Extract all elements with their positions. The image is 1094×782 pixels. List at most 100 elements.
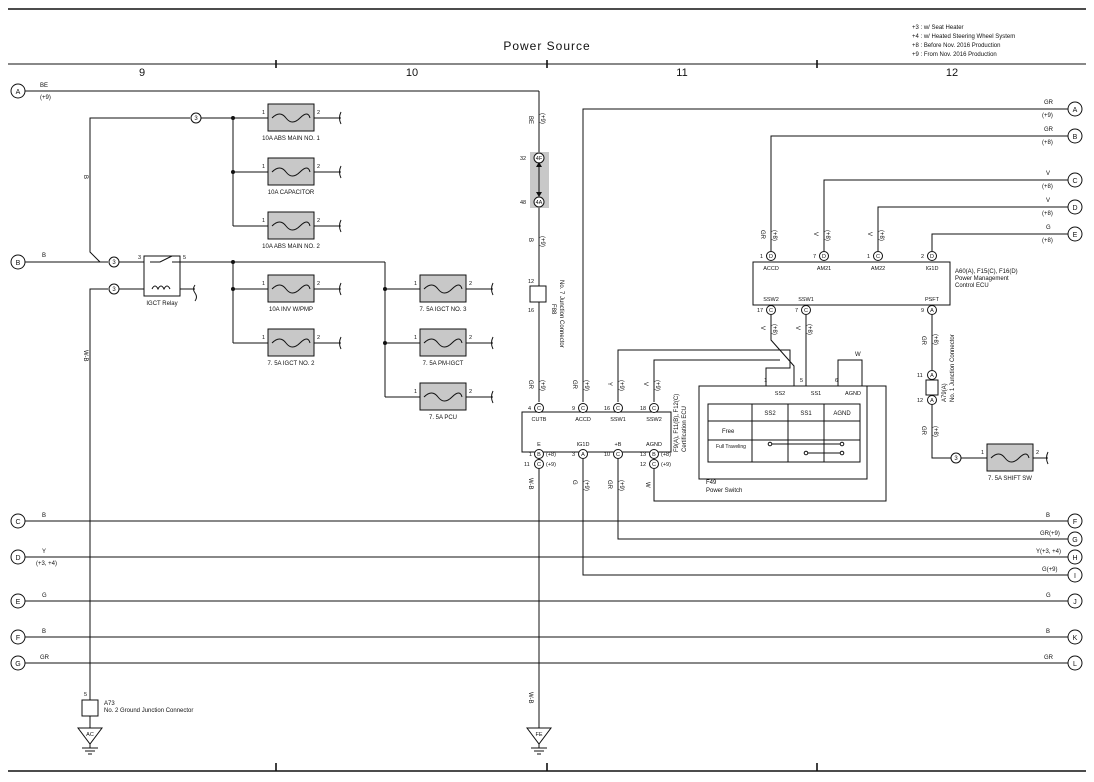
cert-p8-b: (+8) [661,452,671,458]
switch-row-free: Free [722,429,735,435]
cert-term-agnd: AGND [646,442,662,448]
wire-wb-mid: W-B [527,478,533,490]
cert-term-ssw1: SSW1 [610,417,626,423]
fuse-pin: 1 [262,164,265,170]
ssw-wires: V (+8) V (+8) Y (+9) V (+9) W GR (+8) [606,315,938,402]
junction-conn-top: 4F [536,156,543,162]
wire-be-v: BE [527,116,533,124]
wire-y-ssw1: Y [606,382,612,386]
left-marker-d: D [15,555,20,562]
junction-pin-32: 32 [520,156,526,162]
column-10: 10 [406,67,418,79]
cert-pin-9: 9 [572,406,575,412]
fuse-label: 7. 5A IGCT NO. 3 [420,307,468,313]
cert-pin-16: 16 [604,406,610,412]
cert-pin-12: 12 [640,462,646,468]
right-marker-l: L [1073,661,1077,668]
wire-gr-v: GR [527,380,533,390]
shift-feed-conn: 3 [954,456,958,462]
pm-pin-17: 17 [757,308,763,314]
ground-fe-label: FE [535,732,542,738]
wire-p9-v3: (+9) [539,380,545,391]
pm-name: A60(A), F15(C), F16(D) [955,269,1018,275]
relay-in-conn: 3 [112,260,116,266]
cert-pin-18: 18 [640,406,646,412]
wire-p34-d: (+3, +4) [36,561,57,567]
cert-conn: C [616,406,620,412]
ground-ac-label: AC [86,732,94,738]
wire-g-j-right: G [1046,593,1051,599]
cert-pin-13: 13 [640,452,646,458]
ground-fe: FE [526,727,552,755]
relay-pin-5: 5 [183,255,186,261]
wire-wb-left: W-B [82,350,88,362]
wire-p8-pm1: (+8) [771,230,777,241]
wire-p8-psft: (+8) [932,334,938,345]
igct-relay [143,255,181,297]
wire-p9-accd: (+9) [583,380,589,391]
cert-term-b: +B [615,442,622,448]
cert-name: F9(A), F11(B), F12(C) [674,394,680,452]
wire-v-ssw2: V [759,326,765,330]
wire-be: BE [40,83,48,89]
certification-ecu: C C C C 4 9 16 18 CUTB ACCD SSW1 SSW2 E … [521,394,688,469]
a79-conn: A [930,373,934,379]
pm-pin-7b: 7 [795,308,798,314]
relay-coil-conn: 3 [112,287,116,293]
wire-p8-shift: (+8) [932,426,938,437]
wire-gr-psft: GR [920,336,926,346]
fuse-pm-igct: 1 2 7. 5A PM-IGCT [414,328,494,367]
middle-column: BE (+9) 4F 4A 32 48 B (+9) 12 16 F88 No.… [520,91,564,402]
bus-lines [25,90,1068,664]
f88-name: F88 [550,304,556,315]
wire-b-c: B [42,513,46,519]
pm-conn: D [930,254,934,260]
note-1: +3 : w/ Seat Heater [912,25,964,31]
column-9: 9 [139,67,145,79]
wire-p9-v2: (+9) [539,236,545,247]
switch-pin-1: 1 [764,378,767,384]
fuse-pin: 1 [262,335,265,341]
pm-pin-2: 2 [921,254,924,260]
pm-pin-1: 1 [760,254,763,260]
fuse-pin: 2 [469,389,472,395]
wire-y-d: Y [42,549,46,555]
right-marker-b: B [1073,134,1078,141]
note-3: +8 : Before Nov. 2016 Production [912,43,1000,49]
right-marker-f: F [1073,519,1077,526]
wire-v-ssw1: V [794,326,800,330]
frame [8,8,1086,772]
fuse-pin: 2 [1036,450,1039,456]
fuse-pin: 2 [317,281,320,287]
cert-conn: C [652,462,656,468]
f88-desc: No. 7 Junction Connector [558,280,564,348]
fuse-label: 10A ABS MAIN NO. 1 [262,136,320,142]
fuse-feed-conn: 3 [194,116,198,122]
switch-term-agnd: AGND [845,391,861,397]
cert-conn: B [537,452,541,458]
bus-labels: BE (+9) B B Y (+3, +4) G G B B GR GR GR(… [36,83,1061,661]
right-marker-g: G [1072,537,1077,544]
wire-v-d: V [1046,198,1050,204]
cert-conn: B [652,452,656,458]
cert-desc: Certification ECU [682,406,688,452]
fuse-label: 10A INV W/PMP [269,307,313,313]
wire-b-in: B [42,253,46,259]
fuse-igct2: 1 2 7. 5A IGCT NO. 2 [262,328,342,367]
switch-row-full: Full Traveling [716,444,746,450]
fuse-igct3: 1 2 7. 5A IGCT NO. 3 [414,274,494,313]
left-marker-e: E [16,599,21,606]
switch-term-ss2: SS2 [775,391,785,397]
fuse-pin: 2 [317,110,320,116]
left-marker-a: A [16,89,21,96]
fuse-pin: 1 [262,218,265,224]
wire-b-k-right: B [1046,629,1050,635]
wire-b-up: B [82,175,88,179]
pm-term-psft: PSFT [925,297,940,303]
fuse-pin: 2 [469,335,472,341]
a79-conn: A [930,398,934,404]
wire-gr-a: GR [1044,100,1054,106]
cert-conn: C [537,406,541,412]
f88-connector [529,285,547,303]
fuse-pin: 1 [414,281,417,287]
